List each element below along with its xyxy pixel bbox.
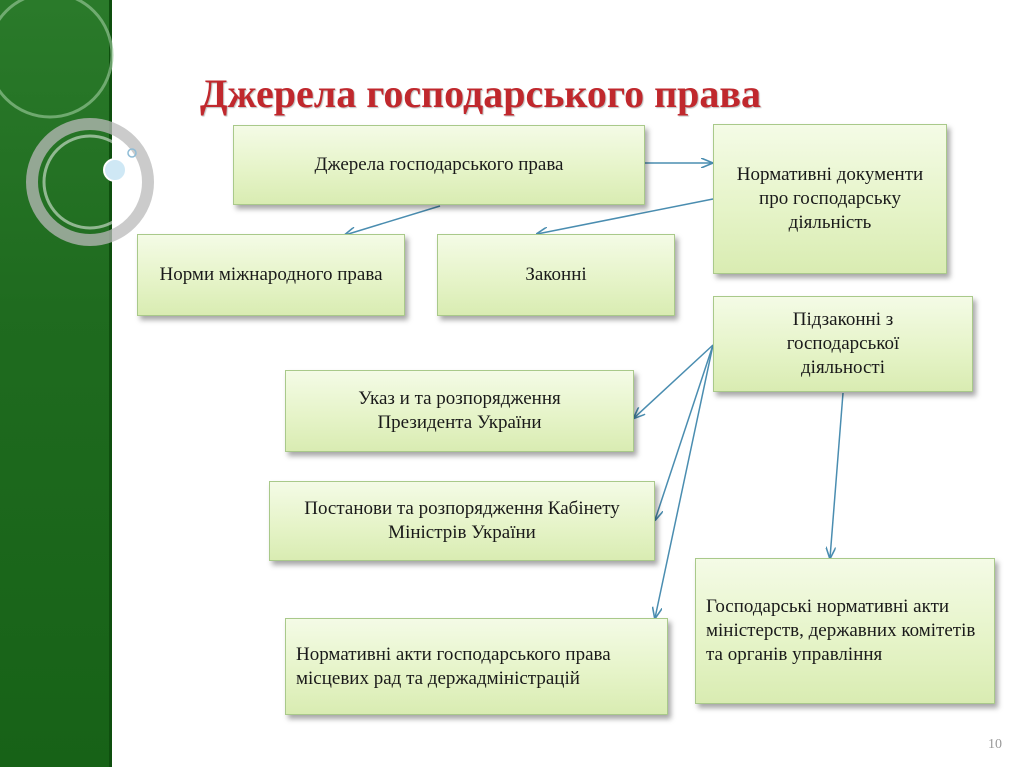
slide-title: Джерела господарського права (200, 71, 761, 116)
decorative-circles (0, 0, 154, 246)
deco-ring-medium (26, 118, 154, 246)
deco-bubble (103, 158, 127, 182)
box-root-sources: Джерела господарського права (233, 125, 645, 205)
box-local-acts: Нормативні акти господарського права міс… (285, 618, 668, 715)
deco-ring-inner (42, 134, 138, 230)
box-president-decrees-label: Указ и та розпорядження Президента Украї… (358, 388, 561, 433)
box-cabinet-resolutions: Постанови та розпорядження Кабінету Міні… (269, 481, 655, 561)
box-ministry-acts: Господарські нормативні акти міністерств… (695, 558, 995, 704)
box-normative-documents: Нормативні документи про господарську ді… (713, 124, 947, 274)
box-international-law-label: Норми міжнародного права (159, 264, 383, 285)
box-normative-documents-label: Нормативні документи про господарську ді… (736, 164, 924, 233)
box-bylaws: Підзаконні з господарської діяльності (713, 296, 973, 392)
box-international-law: Норми міжнародного права (137, 234, 405, 316)
page-number: 10 (988, 737, 1002, 752)
arrow-bylaws-to-president (634, 344, 714, 418)
box-laws-label: Законні (525, 264, 587, 285)
box-president-decrees: Указ и та розпорядження Президента Украї… (285, 370, 634, 452)
arrow-bylaws-to-ministry (830, 392, 844, 558)
side-band-edge (109, 0, 112, 767)
box-root-sources-label: Джерела господарського права (314, 154, 564, 175)
box-bylaws-label: Підзаконні з господарської діяльності (786, 309, 900, 378)
box-cabinet-resolutions-label: Постанови та розпорядження Кабінету Міні… (304, 498, 620, 543)
box-ministry-acts-label: Господарські нормативні акти міністерств… (706, 596, 976, 665)
arrow-bylaws-to-cabinet (655, 344, 714, 520)
deco-bubble-small (127, 148, 137, 158)
deco-ring-large (0, 0, 114, 119)
box-laws: Законні (437, 234, 675, 316)
arrow-root-to-international (345, 205, 441, 235)
box-local-acts-label: Нормативні акти господарського права міс… (296, 643, 611, 689)
